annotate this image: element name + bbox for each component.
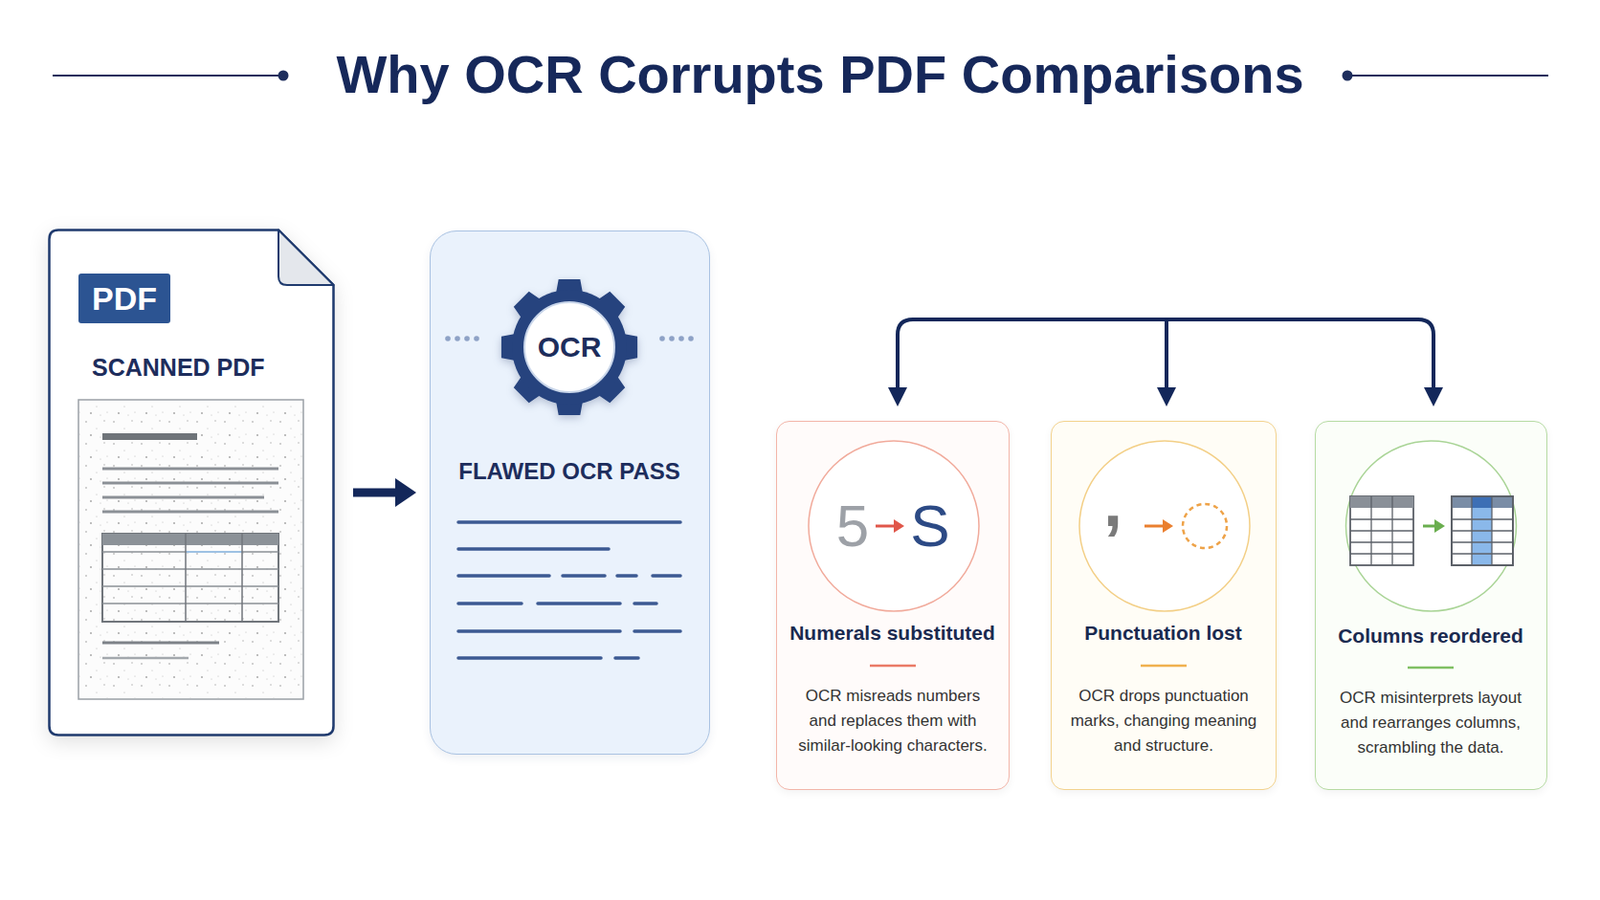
split-bracket <box>1164 319 1169 391</box>
icon-circle: , <box>1078 440 1251 613</box>
arrow-head <box>395 478 417 508</box>
gear-label: OCR <box>497 275 642 420</box>
title-rule <box>1349 74 1549 77</box>
error-card: Columns reorderedOCR misinterprets layou… <box>1314 421 1548 791</box>
arrow-shaft <box>353 488 398 498</box>
card-heading: Columns reordered <box>1315 622 1546 650</box>
title-dot <box>1342 70 1354 82</box>
title-dot <box>278 70 289 82</box>
icon-circle-outline <box>808 441 979 612</box>
arrow-head <box>1156 387 1177 407</box>
circle-outline <box>807 440 980 613</box>
arrow-head <box>888 387 908 407</box>
original-numeral: 5 <box>823 492 882 560</box>
flow-arrow <box>353 478 417 508</box>
document-outline <box>49 230 334 736</box>
icon-circle: 5S <box>807 440 980 613</box>
pdf-badge: PDF <box>78 273 171 324</box>
error-card: Punctuation lostOCR drops punctuation ma… <box>1050 421 1277 791</box>
diagram-title: Why OCR Corrupts PDF Comparisons <box>287 42 1354 108</box>
card-heading: Numerals substituted <box>777 620 1008 647</box>
error-card: Numerals substitutedOCR misreads numbers… <box>776 421 1010 791</box>
ocr-gear: OCR <box>497 275 642 420</box>
icon-circle-outline <box>1079 441 1250 612</box>
card-body: OCR misinterprets layout and rearranges … <box>1329 686 1533 761</box>
split-bracket <box>897 319 1434 391</box>
title-rule <box>52 74 282 77</box>
card-body: OCR misreads numbers and replaces them w… <box>791 684 995 759</box>
arrow-head <box>1423 387 1444 407</box>
ocr-panel: FLAWED OCR PASS OCR <box>429 230 711 756</box>
card-body: OCR drops punctuation marks, changing me… <box>1062 684 1266 759</box>
page-fold <box>278 230 334 287</box>
panel-title: FLAWED OCR PASS <box>430 457 709 487</box>
punctuation-mark: , <box>1084 464 1142 541</box>
document-shape: SCANNED PDF PDF <box>47 228 335 737</box>
document-label: SCANNED PDF <box>91 353 322 382</box>
misread-letter: S <box>901 492 959 560</box>
badge-label: PDF <box>78 273 171 324</box>
card-heading: Punctuation lost <box>1051 620 1275 647</box>
